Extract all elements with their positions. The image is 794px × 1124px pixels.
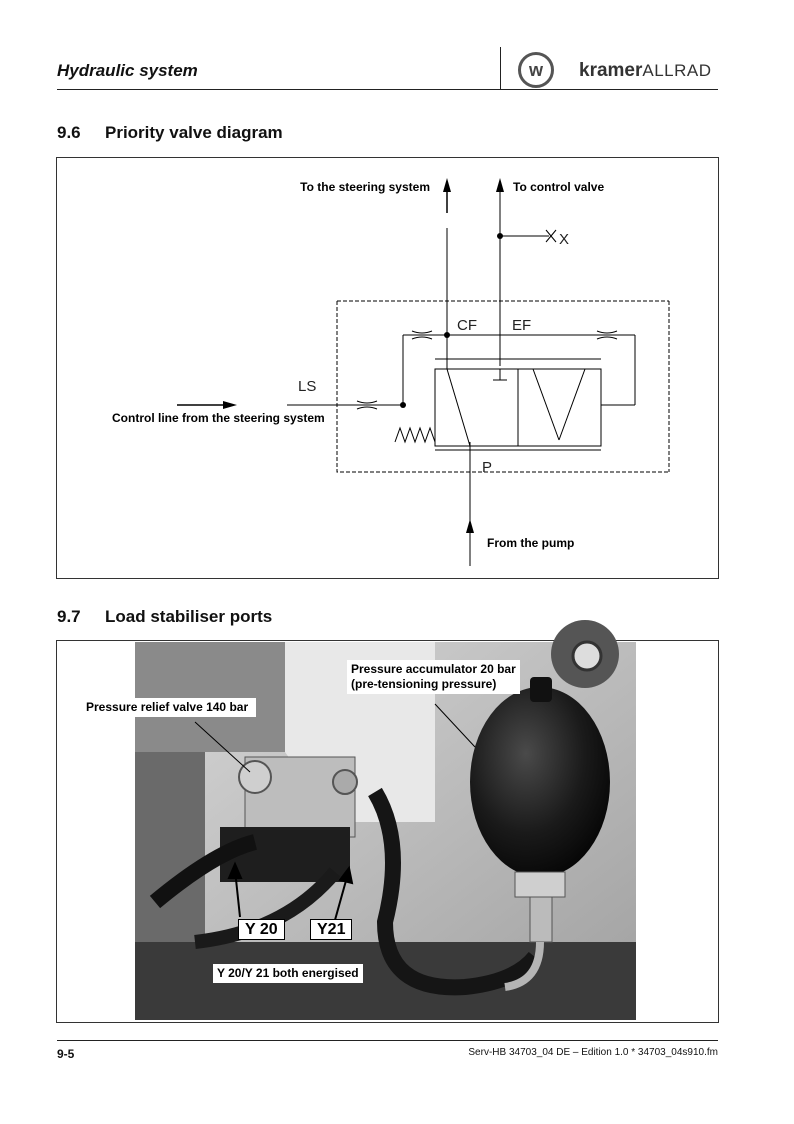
label-accumulator-line1: Pressure accumulator 20 bar: [351, 662, 516, 676]
label-both-energised: Y 20/Y 21 both energised: [213, 964, 363, 983]
section-title-load-stabiliser: 9.7 Load stabiliser ports: [57, 607, 272, 627]
brand-name: kramer: [579, 60, 643, 81]
priority-valve-diagram: To the steering system To control valve …: [56, 157, 719, 579]
label-to-steering: To the steering system: [300, 180, 430, 194]
header-rule: [57, 89, 718, 90]
section-heading: Priority valve diagram: [105, 123, 283, 142]
page-number: 9-5: [57, 1047, 75, 1061]
footer-rule: [57, 1040, 718, 1041]
label-accumulator-line2: (pre-tensioning pressure): [351, 677, 497, 691]
header-title: Hydraulic system: [57, 61, 198, 80]
schematic-lines: [287, 188, 670, 566]
load-stabiliser-photo: Pressure accumulator 20 bar (pre-tension…: [82, 620, 636, 1020]
label-from-pump: From the pump: [487, 536, 574, 550]
brand-suffix: ALLRAD: [642, 61, 712, 80]
arrow-head-control-line-icon: [223, 401, 237, 409]
section-number: 9.6: [57, 123, 81, 142]
document-reference: Serv-HB 34703_04 DE – Edition 1.0 * 3470…: [468, 1047, 718, 1058]
junction-cf-icon: [444, 332, 450, 338]
header-separator: [500, 47, 501, 89]
valve-schematic: To the steering system To control valve …: [112, 178, 670, 566]
brand-logo-icon: w: [518, 52, 554, 88]
logo-symbol: w: [528, 60, 544, 80]
label-relief-valve-text: Pressure relief valve 140 bar: [82, 698, 253, 716]
label-y21: Y21: [310, 919, 353, 940]
label-y20: Y 20: [238, 919, 285, 940]
section-heading: Load stabiliser ports: [105, 607, 273, 626]
port-cf: CF: [457, 317, 477, 334]
brand-wordmark: kramerALLRAD: [579, 60, 712, 82]
arrow-head-control-icon: [496, 178, 504, 192]
junction-x-icon: [497, 233, 503, 239]
section-number: 9.7: [57, 607, 81, 626]
section-title-priority-valve: 9.6 Priority valve diagram: [57, 123, 283, 143]
label-to-control-valve: To control valve: [513, 180, 604, 194]
port-ef: EF: [512, 317, 531, 334]
port-x: X: [559, 231, 569, 248]
label-relief-valve: Pressure relief valve 140 bar: [82, 698, 257, 717]
label-accumulator: Pressure accumulator 20 bar (pre-tension…: [347, 660, 520, 694]
w-logo-icon: w: [528, 60, 544, 80]
port-p: P: [482, 459, 492, 476]
label-control-line: Control line from the steering system: [112, 411, 325, 425]
arrow-head-steering-icon: [443, 178, 451, 192]
port-ls: LS: [298, 378, 316, 395]
junction-ls-icon: [400, 402, 406, 408]
